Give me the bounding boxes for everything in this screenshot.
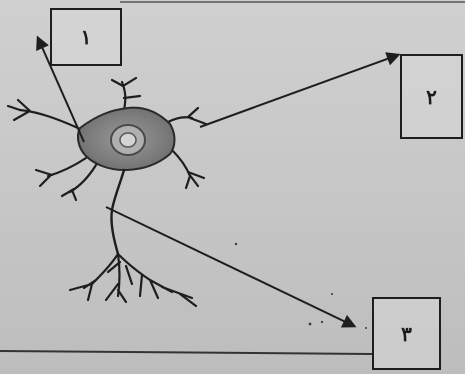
label-box-1: ١ xyxy=(50,8,122,66)
arrow-1 xyxy=(36,35,85,143)
label-number-3: ٣ xyxy=(401,321,412,346)
label-number-1: ١ xyxy=(80,25,92,49)
dendrites xyxy=(6,76,208,202)
bottom-rule xyxy=(0,350,373,355)
axon-terminals xyxy=(68,252,198,308)
arrow-3 xyxy=(105,206,357,328)
label-number-2: ٢ xyxy=(426,84,437,109)
nucleolus xyxy=(119,132,137,148)
label-box-3: ٣ xyxy=(372,297,441,370)
pointer-arrows xyxy=(36,35,401,328)
arrow-2 xyxy=(199,52,401,128)
paper-specks xyxy=(234,242,367,329)
label-box-2: ٢ xyxy=(400,54,463,139)
